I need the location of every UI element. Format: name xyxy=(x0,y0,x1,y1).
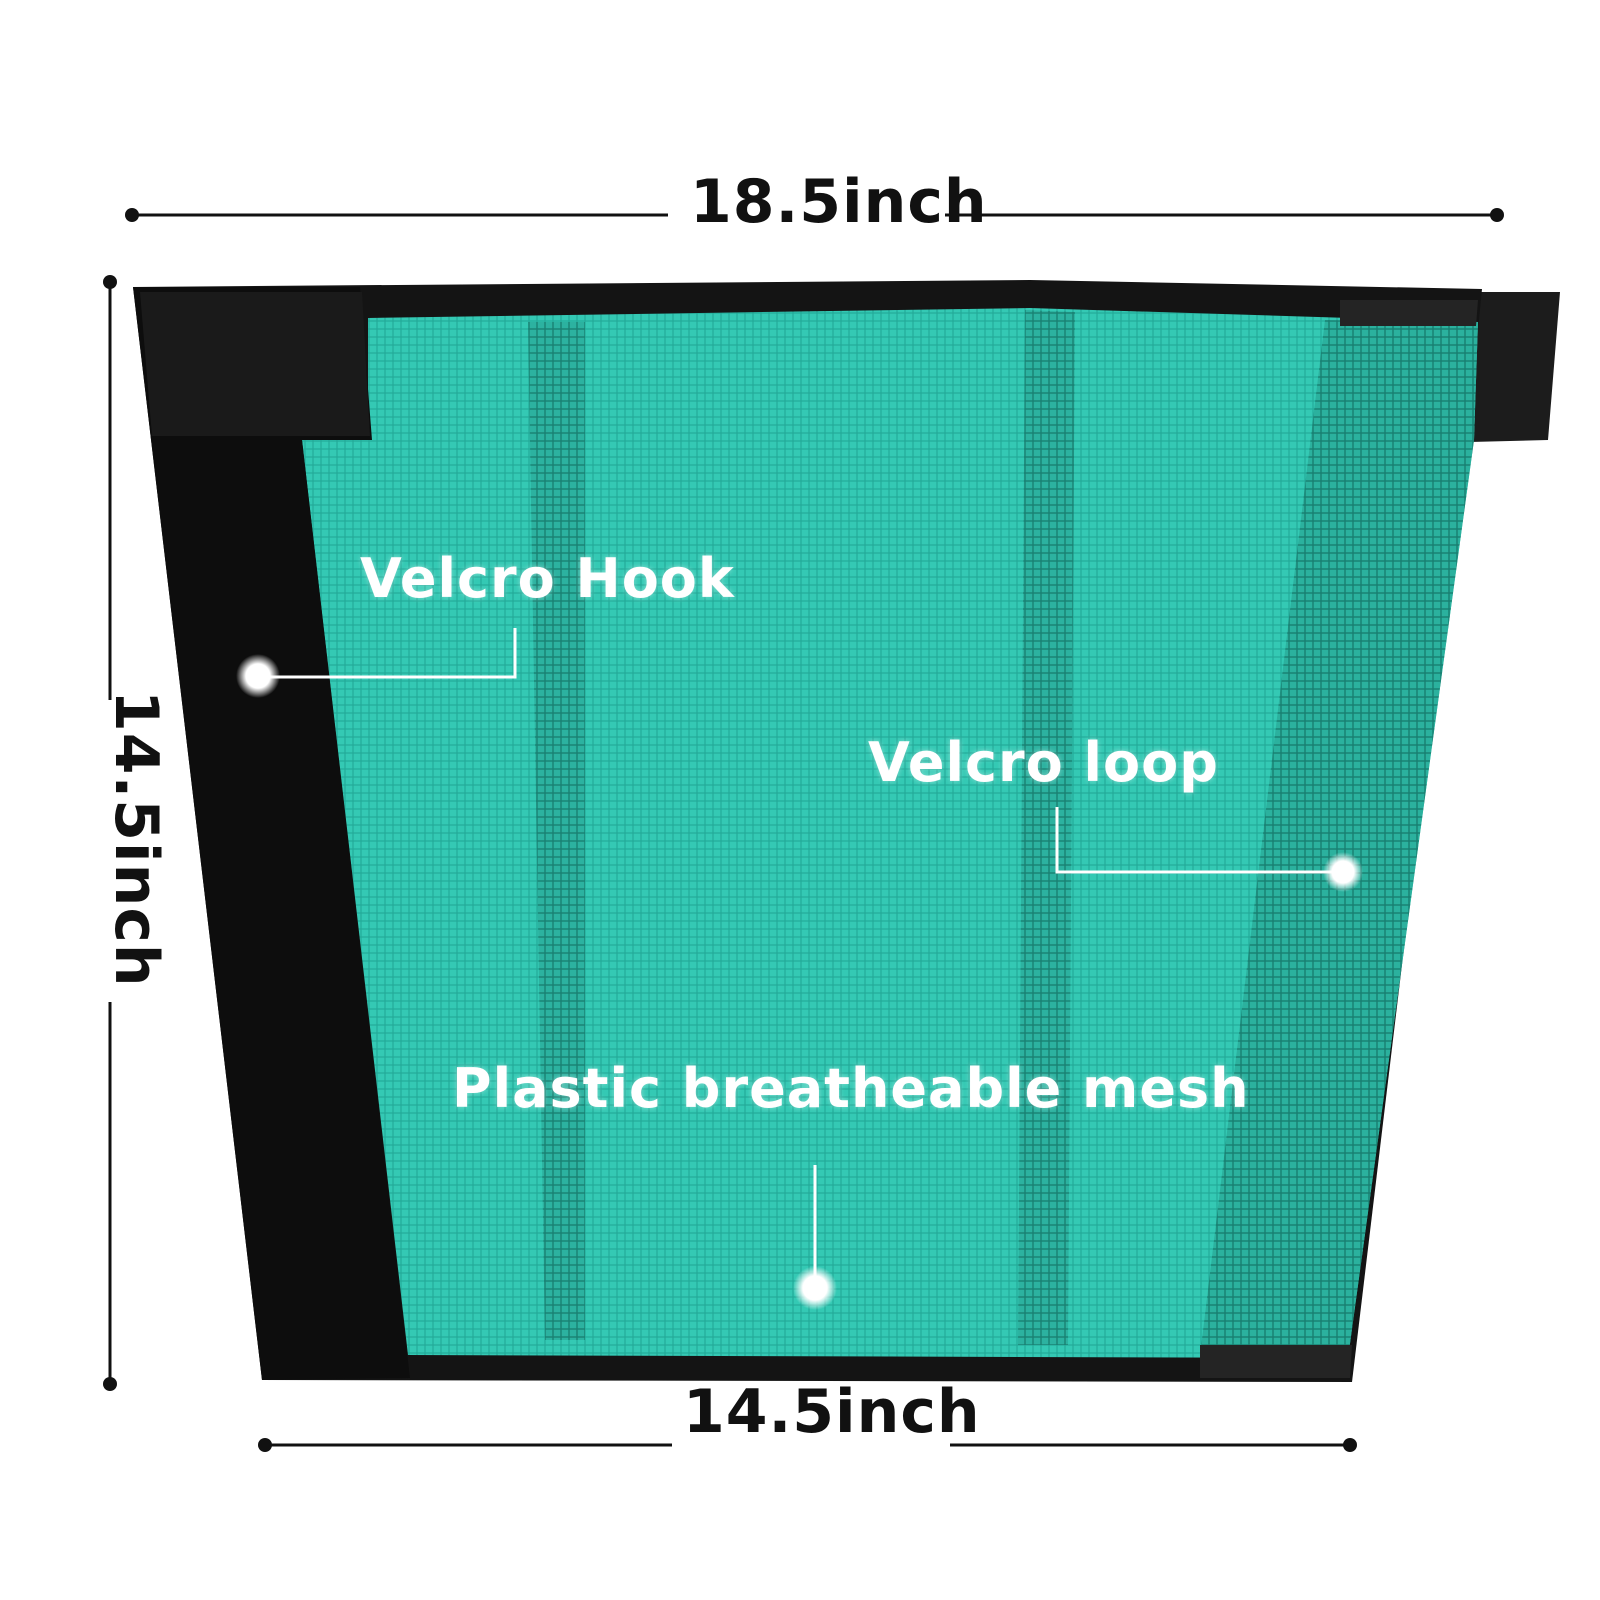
mesh-fold-right xyxy=(1200,320,1478,1358)
mesh-fold xyxy=(1018,310,1075,1345)
dimension-width-top: 18.5inch xyxy=(690,167,988,237)
dimension-endpoint xyxy=(103,275,117,289)
callout-dot-loop xyxy=(1323,852,1363,892)
dimension-endpoint xyxy=(103,1377,117,1391)
mesh-fold xyxy=(528,322,585,1340)
callout-leader-hook xyxy=(260,628,517,679)
dimension-endpoint xyxy=(1490,208,1504,222)
velcro-loop-tab xyxy=(1470,292,1560,442)
mesh-panel xyxy=(302,308,1478,1358)
callout-dot-hook xyxy=(236,654,280,698)
callout-leader-loop xyxy=(1055,807,1343,874)
velcro-hook-top-patch xyxy=(140,292,370,436)
dimension-endpoint xyxy=(1343,1438,1357,1452)
dimension-width-bottom: 14.5inch xyxy=(683,1377,981,1447)
callout-dot-mesh xyxy=(793,1266,837,1310)
callout-mesh: Plastic breatheable mesh xyxy=(452,1057,1250,1120)
velcro-loop-edge xyxy=(1340,300,1478,326)
dimension-height-side: 14.5inch xyxy=(101,690,171,988)
callout-velcro-hook: Velcro Hook xyxy=(360,547,735,610)
velcro-hook-strip xyxy=(133,287,410,1380)
dimension-endpoint xyxy=(125,208,139,222)
callout-velcro-loop: Velcro loop xyxy=(868,731,1219,794)
velcro-loop-bottom-edge xyxy=(1200,1345,1352,1378)
dimension-endpoint xyxy=(258,1438,272,1452)
